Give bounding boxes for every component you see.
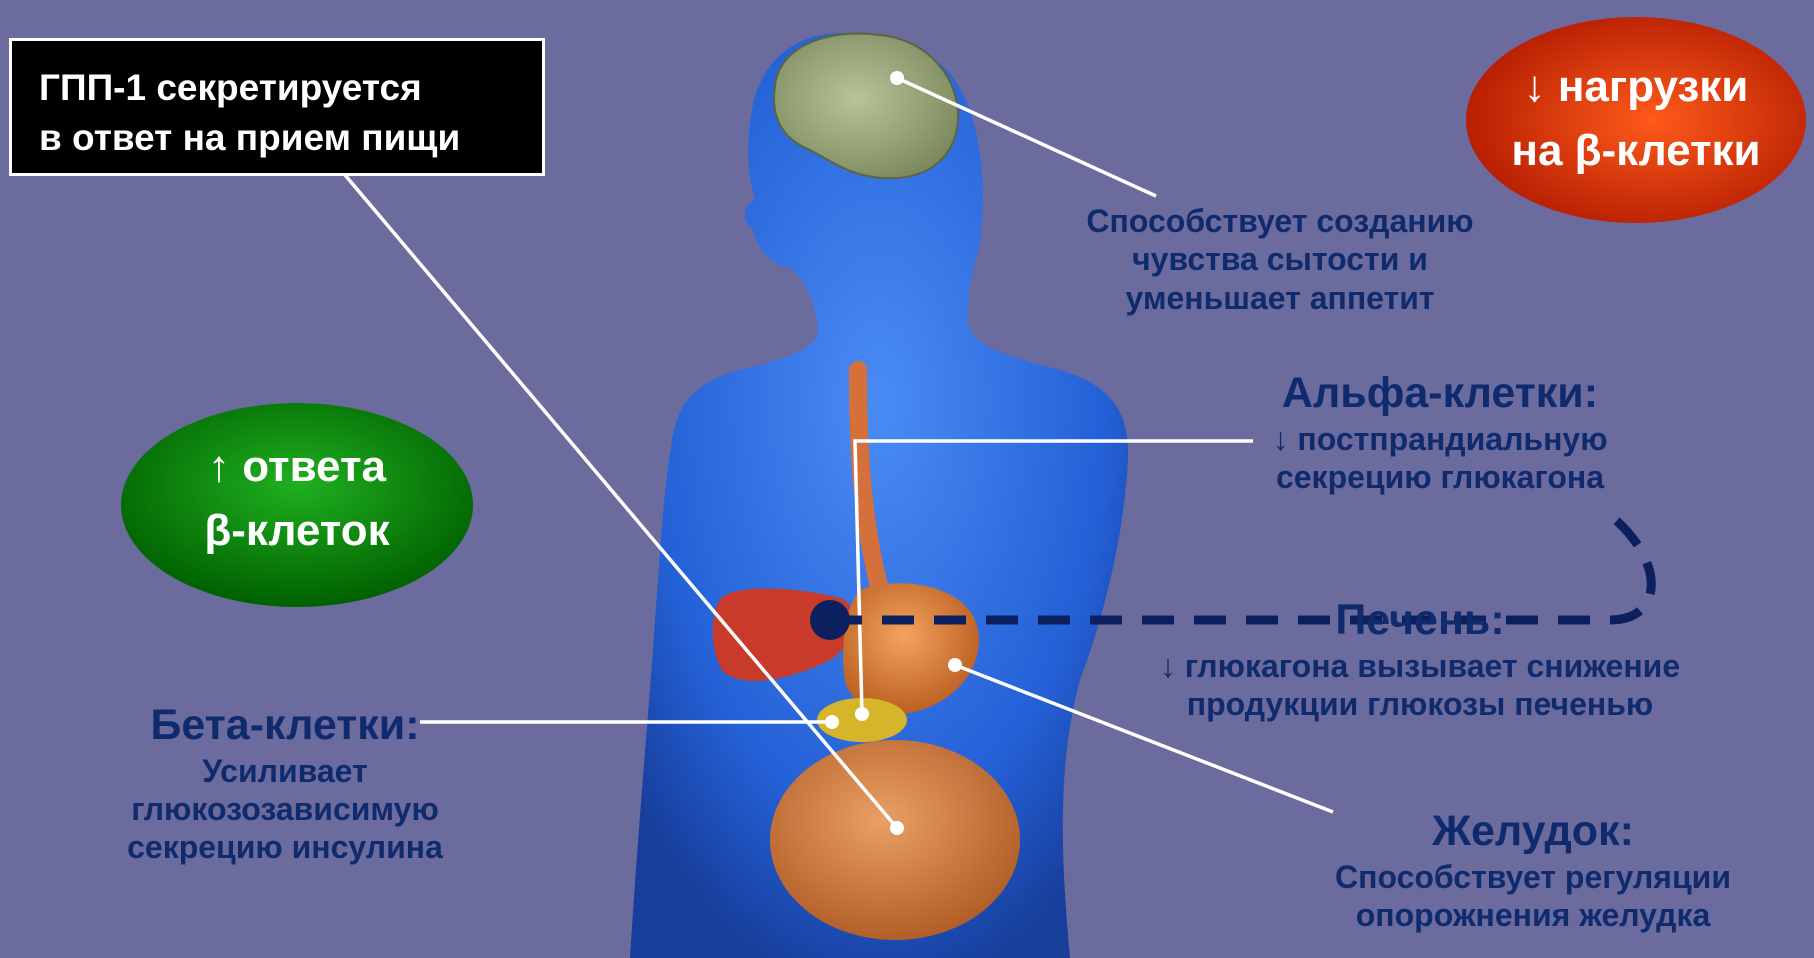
title-line-1: ГПП-1 секретируется [39,63,542,113]
liver-heading: Печень: [1120,595,1720,647]
beta-response-line-1: ↑ ответа [121,435,473,499]
brain-line-2: чувства сытости и [1040,240,1520,278]
stomach-heading: Желудок: [1298,806,1768,858]
beta-load-line-2: на β-клетки [1466,119,1806,183]
alpha-cells-heading: Альфа-клетки: [1240,368,1640,420]
beta-cells-line-1: Усиливает [85,752,485,790]
beta-response-line-2: β-клеток [121,499,473,563]
alpha-cells-line-2: секрецию глюкагона [1240,458,1640,496]
liver-block: Печень: ↓ глюкагона вызывает снижение пр… [1120,595,1720,723]
liver-line-1: ↓ глюкагона вызывает снижение [1120,647,1720,685]
stomach-line-1: Способствует регуляции [1298,858,1768,896]
beta-response-label: ↑ ответа β-клеток [121,435,473,563]
beta-load-line-1: ↓ нагрузки [1466,55,1806,119]
stomach-block: Желудок: Способствует регуляции опорожне… [1298,806,1768,934]
beta-cells-block: Бета-клетки: Усиливает глюкозозависимую … [85,700,485,867]
brain-line-3: уменьшает аппетит [1040,279,1520,317]
brain-line-1: Способствует созданию [1040,202,1520,240]
title-box: ГПП-1 секретируется в ответ на прием пищ… [9,38,545,176]
beta-cells-line-3: секрецию инсулина [85,828,485,866]
liver-line-2: продукции глюкозы печенью [1120,685,1720,723]
alpha-cells-line-1: ↓ постпрандиальную [1240,420,1640,458]
liver-marker-dot [810,600,850,640]
stomach-line-2: опорожнения желудка [1298,896,1768,934]
alpha-cells-block: Альфа-клетки: ↓ постпрандиальную секреци… [1240,368,1640,496]
intestines-organ [770,740,1020,940]
beta-cells-heading: Бета-клетки: [85,700,485,752]
title-line-2: в ответ на прием пищи [39,113,542,163]
beta-load-label: ↓ нагрузки на β-клетки [1466,55,1806,183]
beta-cells-line-2: глюкозозависимую [85,790,485,828]
brain-description: Способствует созданию чувства сытости и … [1040,202,1520,317]
